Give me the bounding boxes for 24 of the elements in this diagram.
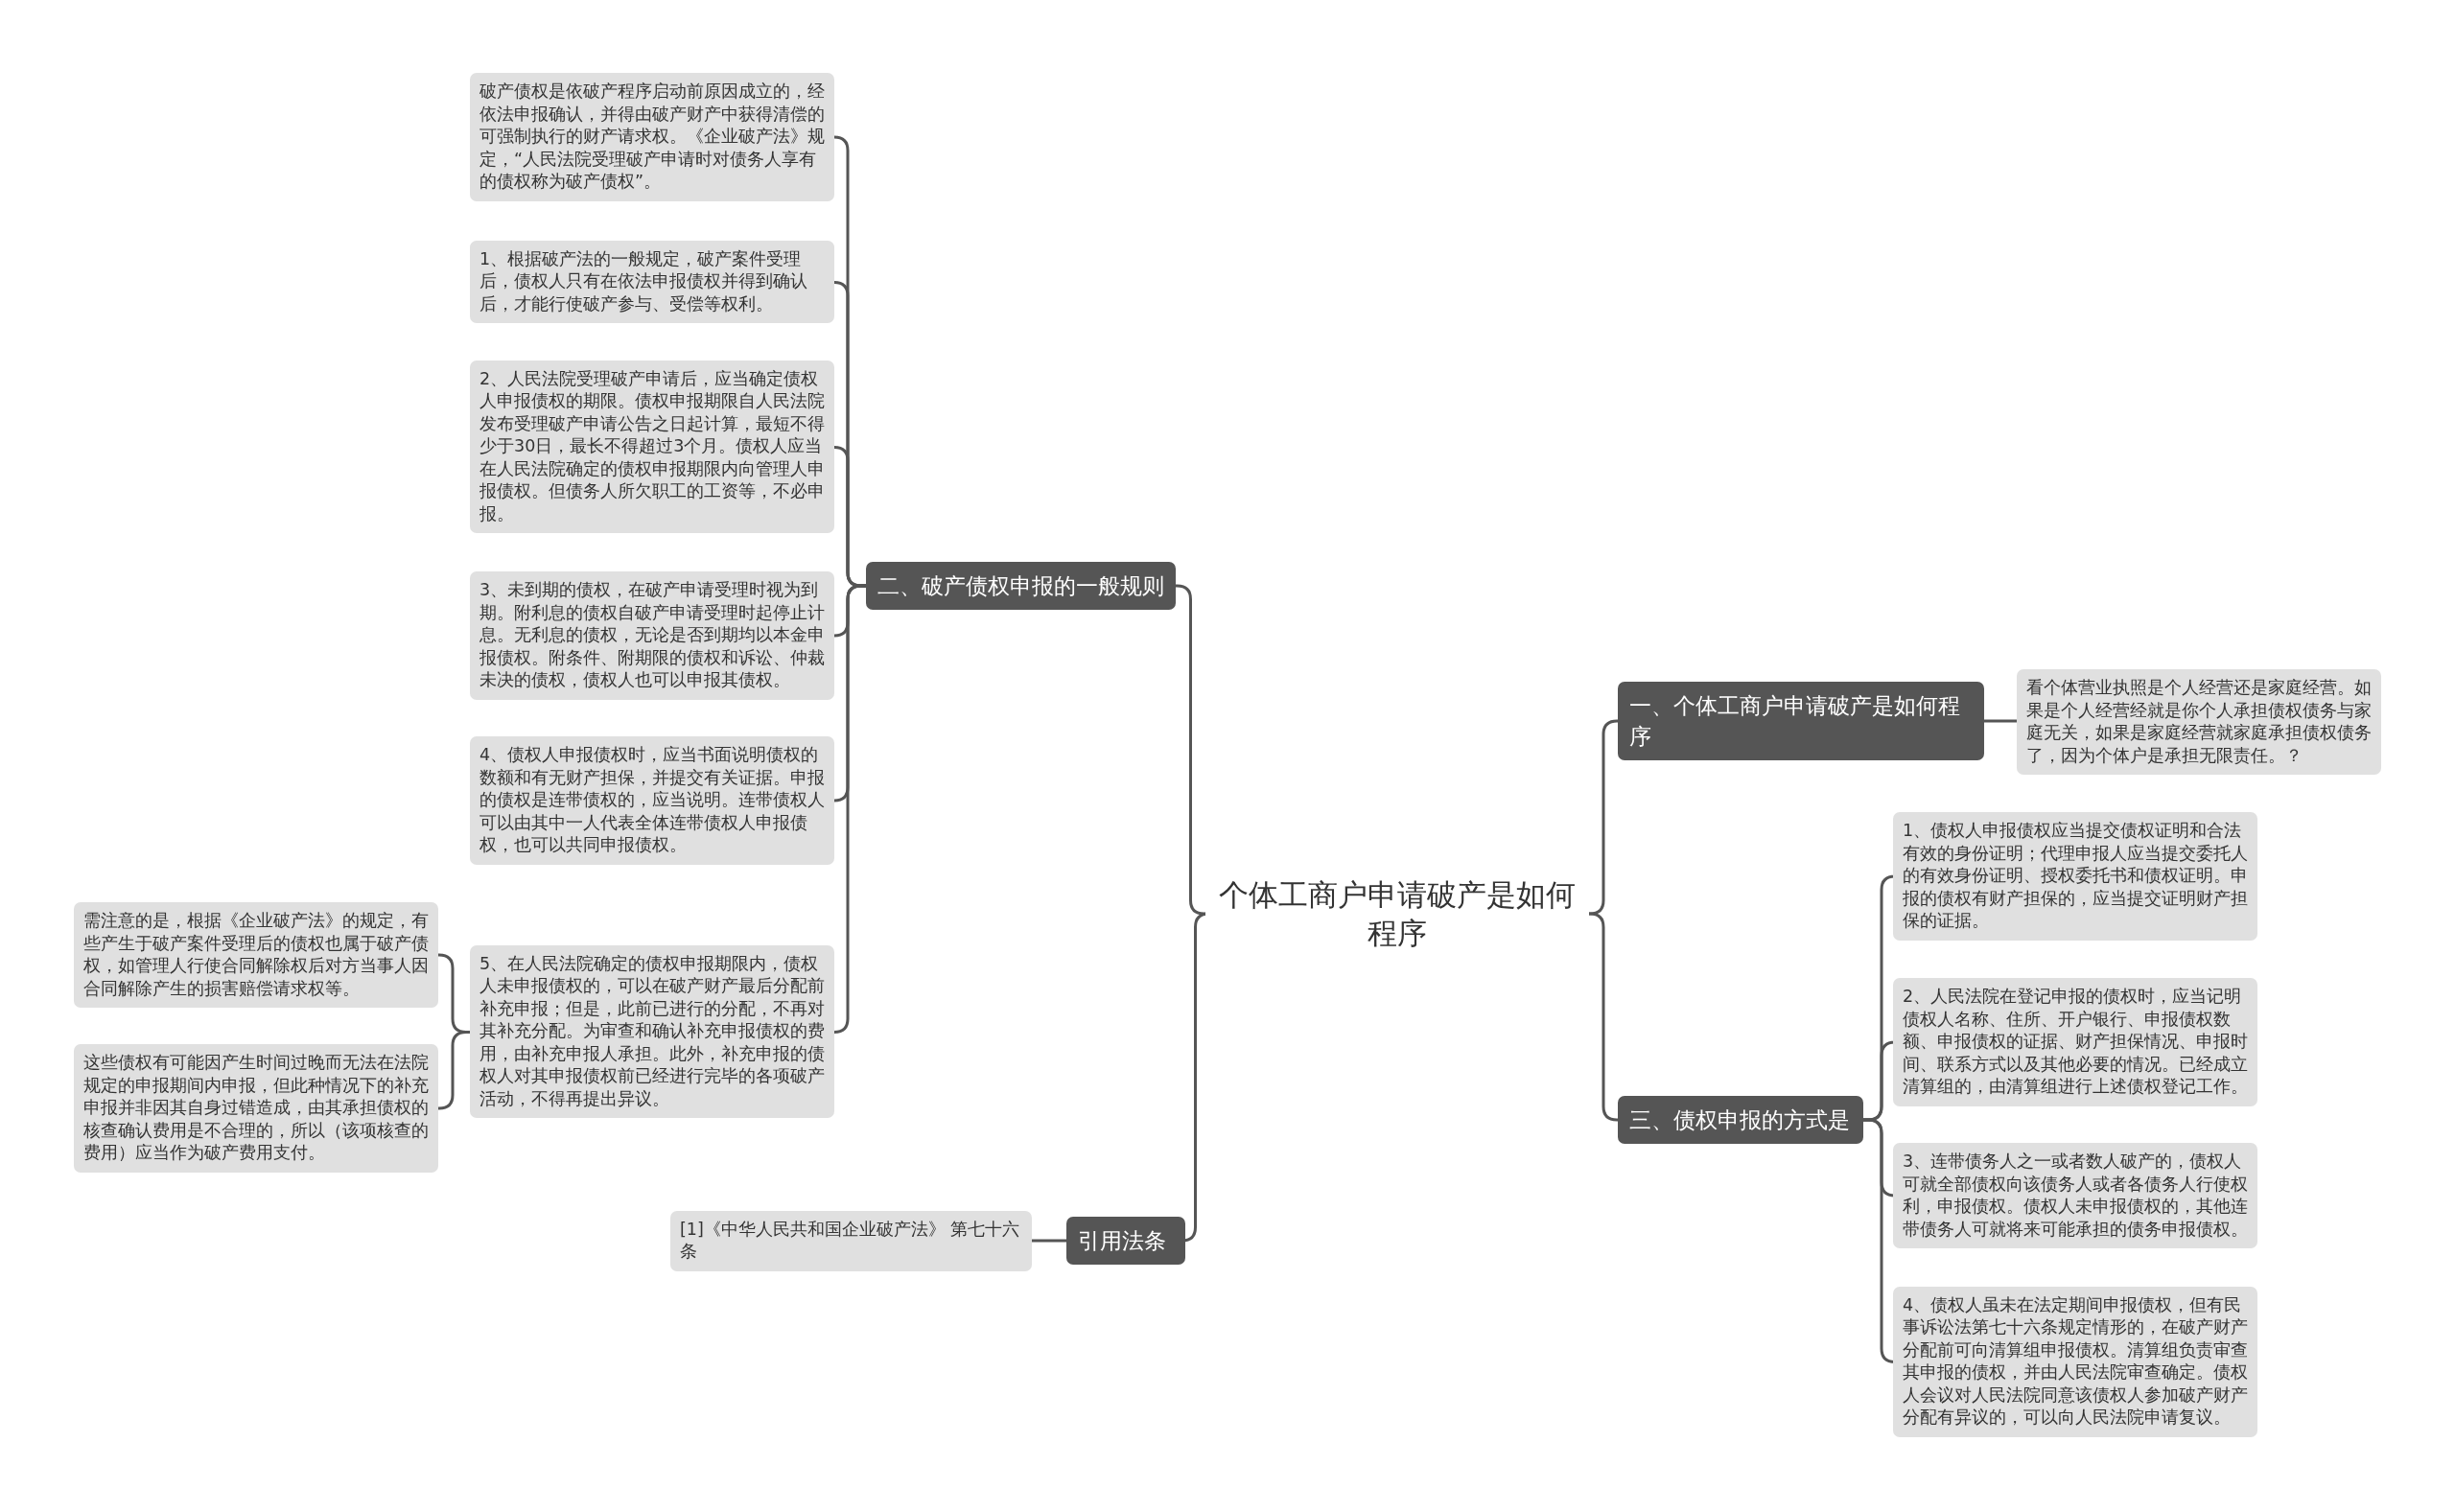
note-box: 3、连带债务人之一或者数人破产的，债权人可就全部债权向该债务人或者各债务人行使权利，申报债权。债权人未申报债权的，其他连带债务人可就将来可能承担的债务申报债权。 [1893, 1143, 2257, 1248]
connector-line [1588, 912, 1619, 1122]
note-box: 4、债权人申报债权时，应当书面说明债权的数额和有无财产担保，并提交有关证据。申报的债权是连带债权的，应当说明。连带债权人可以由其中一人代表全体连带债权人申报债权，也可以共同申报债权。 [470, 736, 834, 865]
note-box: 这些债权有可能因产生时间过晚而无法在法院规定的申报期间内申报，但此种情况下的补充申报并非因其自身过错造成，由其承担债权的核查确认费用是不合理的，所以（该项核查的费用）应当作为破产费用支付。 [74, 1044, 438, 1173]
note-box: 4、债权人虽未在法定期间申报债权，但有民事诉讼法第七十六条规定情形的，在破产财产分配前可向清算组申报债权。清算组负责审查其申报的债权，并由人民法院审查确定。债权人会议对人民法院同意该债权人参加破产财产分配有异议的，可以向人民法院申请复议。 [1893, 1286, 2257, 1437]
note-box: 需注意的是，根据《企业破产法》的规定，有些产生于破产案件受理后的债权也属于破产债权，如管理人行使合同解除权后对方当事人因合同解除产生的损害赔偿请求权等。 [74, 902, 438, 1008]
note-box: 2、人民法院受理破产申请后，应当确定债权人申报债权的期限。债权申报期限自人民法院发布受理破产申请公告之日起计算，最短不得少于30日，最长不得超过3个月。债权人应当在人民法院确定的债权申报期限内向管理人申报债权。但债务人所欠职工的工资等，不必申报。 [470, 360, 834, 533]
note-box: 2、人民法院在登记申报的债权时，应当记明债权人名称、住所、开户银行、申报债权数额、申报债权的证据、财产担保情况、申报时间、联系方式以及其他必要的情况。已经成立清算组的，由清算组进行上述债权登记工作。 [1893, 978, 2257, 1106]
connector-line [1032, 1239, 1066, 1243]
connector-line [1175, 584, 1206, 916]
note-box: 3、未到期的债权，在破产申请受理时视为到期。附利息的债权自破产申请受理时起停止计息。无利息的债权，无论是否到期均以本金申报债权。附条件、附期限的债权和诉讼、仲裁未决的债权，债权人也可以申报其债权。 [470, 571, 834, 700]
connector-line [832, 584, 866, 1034]
connector-line [1588, 719, 1619, 916]
note-box: 1、债权人申报债权应当提交债权证明和合法有效的身份证明；代理申报人应当提交委托人的有效身份证明、授权委托书和债权证明。申报的债权有财产担保的，应当提交证明财产担保的证据。 [1893, 812, 2257, 941]
note-box: 看个体营业执照是个人经营还是家庭经营。如果是个人经营经就是你个人承担债权债务与家庭无关，如果是家庭经营就家庭承担债权债务了，因为个体户是承担无限责任。？ [2017, 669, 2381, 775]
topic-box: 一、个体工商户申请破产是如何程序 [1618, 682, 1984, 760]
topic-box: 二、破产债权申报的一般规则 [866, 562, 1176, 610]
connector-line [1984, 719, 2017, 723]
topic-box: 三、债权申报的方式是 [1618, 1096, 1863, 1144]
note-box: [1]《中华人民共和国企业破产法》 第七十六条 [670, 1210, 1032, 1271]
note-box: 1、根据破产法的一般规定，破产案件受理后，债权人只有在依法申报债权并得到确认后，才能行使破产参与、受偿等权利。 [470, 240, 834, 323]
note-box: 破产债权是依破产程序启动前原因成立的，经依法申报确认，并得由破产财产中获得清偿的可强制执行的财产请求权。《企业破产法》规定，“人民法院受理破产申请时对债务人享有的债权称为破产债权”。 [470, 73, 834, 201]
note-box: 5、在人民法院确定的债权申报期限内，债权人未申报债权的，可以在破产财产最后分配前补充申报；但是，此前已进行的分配，不再对其补充分配。为审查和确认补充申报债权的费用，由补充申报人承担。此外，补充申报的债权人对其申报债权前已经进行完毕的各项破产活动，不得再提出异议。 [470, 944, 834, 1118]
topic-box: 引用法条 [1066, 1217, 1185, 1265]
